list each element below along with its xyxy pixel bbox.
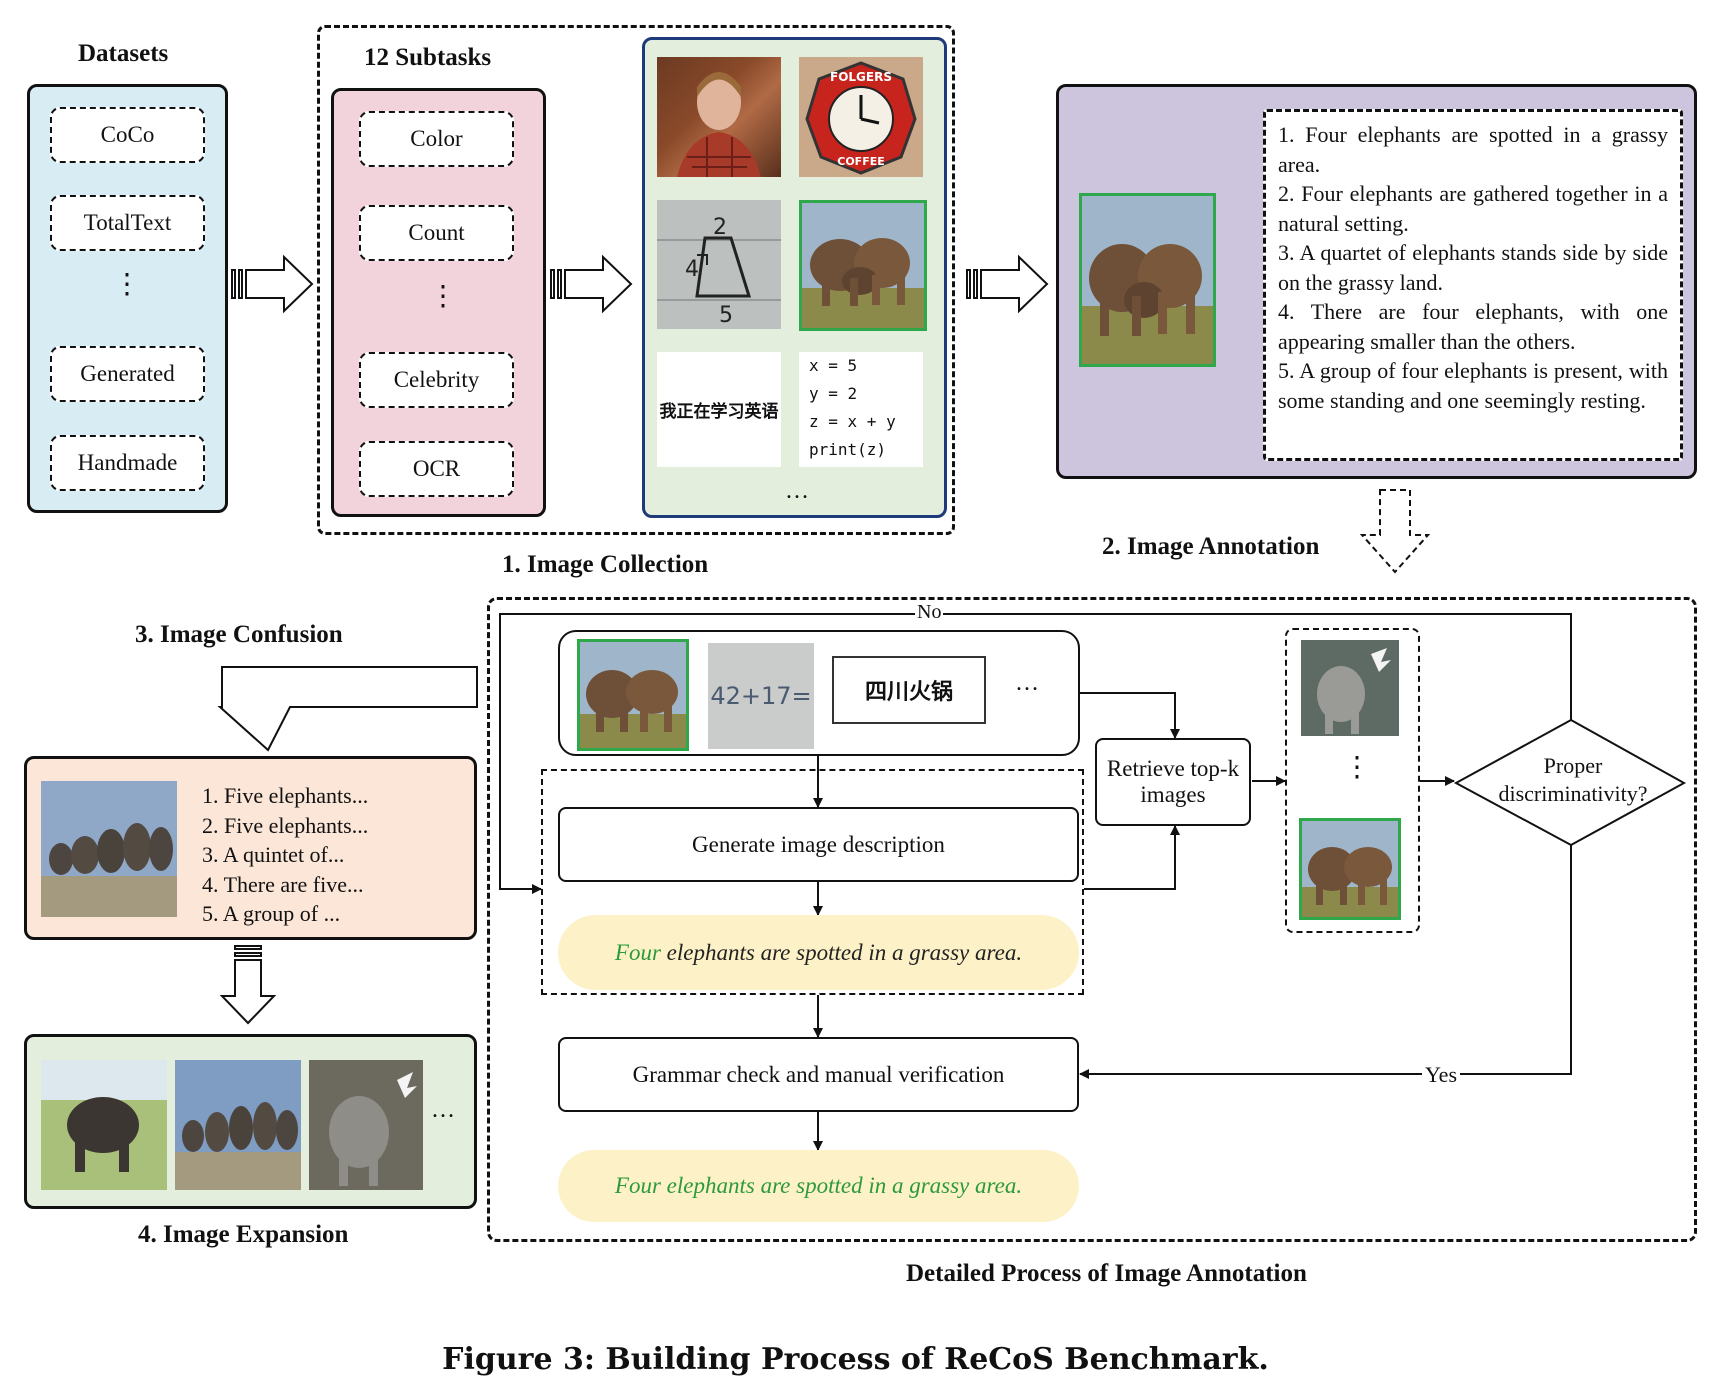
photo-chinese-text: 我正在学习英语	[657, 352, 781, 467]
annotation-caption-3: 3. A quartet of elephants stands side by…	[1278, 240, 1668, 295]
confusion-panel: 1. Five elephants... 2. Five elephants..…	[24, 756, 477, 940]
subtasks-title: 12 Subtasks	[364, 44, 492, 71]
code-line-1: x = 5	[809, 356, 858, 375]
input-ellipsis: …	[1015, 670, 1039, 696]
description-rest: elephants are spotted in a grassy area.	[660, 939, 1023, 965]
generate-description-box: Generate image description	[558, 807, 1079, 882]
arrow-datasets-to-subtasks	[231, 254, 314, 314]
subtask-item-ocr: OCR	[359, 441, 514, 497]
detailed-process-title: Detailed Process of Image Annotation	[906, 1260, 1307, 1287]
annotation-captions-box: 1. Four elephants are spotted in a grass…	[1263, 109, 1683, 461]
yes-label: Yes	[1422, 1062, 1461, 1088]
svg-text:2: 2	[713, 215, 727, 240]
input-images-row: 42+17= 四川火锅 …	[558, 630, 1080, 756]
subtask-item-count: Count	[359, 205, 514, 261]
subtask-item-color: Color	[359, 111, 514, 167]
arrow-collection-to-annotation	[966, 254, 1049, 314]
expansion-panel: …	[24, 1034, 477, 1209]
retrieved-photo-selected	[1299, 818, 1401, 920]
description-first-word: Four	[614, 939, 661, 965]
photo-trapezoid-sketch: 2 4 5	[657, 200, 781, 329]
dataset-item-handmade: Handmade	[50, 435, 205, 491]
detailed-process-group	[487, 597, 1697, 1242]
expansion-ellipsis: …	[431, 1097, 455, 1123]
dataset-item-totaltext: TotalText	[50, 195, 205, 251]
arrow-annotation-down	[1359, 489, 1431, 574]
subtask-item-celebrity: Celebrity	[359, 352, 514, 408]
photo-elephants-selected	[799, 200, 927, 331]
image-expansion-label: 4. Image Expansion	[138, 1221, 349, 1248]
confusion-five-elephants-photo	[41, 781, 177, 917]
image-collection-label: 1. Image Collection	[502, 551, 709, 578]
arrow-to-confusion	[217, 666, 478, 752]
confusion-caption-2: 2. Five elephants...	[202, 812, 369, 838]
description-group	[541, 769, 1084, 995]
image-collection-group	[317, 25, 955, 535]
dataset-ellipsis: ⋮	[113, 269, 141, 300]
expansion-photo-1	[41, 1060, 167, 1190]
collection-ellipsis: …	[785, 478, 809, 504]
retrieved-dots: ⋮	[1343, 752, 1371, 783]
svg-text:COFFEE: COFFEE	[837, 155, 884, 168]
annotation-elephant-photo	[1079, 193, 1216, 367]
photo-folgers-clock: FOLGERS COFFEE	[799, 57, 923, 177]
code-line-3: z = x + y	[809, 412, 896, 431]
grammar-check-box: Grammar check and manual verification	[558, 1037, 1079, 1112]
subtasks-panel: Color Count ⋮ Celebrity OCR	[331, 88, 546, 517]
input-hotpot-text: 四川火锅	[832, 656, 986, 724]
confusion-caption-1: 1. Five elephants...	[202, 783, 369, 808]
retrieved-photo-1	[1301, 640, 1399, 736]
confusion-caption-4: 4. There are five...	[202, 871, 364, 897]
subtask-ellipsis: ⋮	[429, 281, 457, 312]
confusion-captions: 1. Five elephants... 2. Five elephants..…	[202, 781, 368, 929]
input-math-photo: 42+17=	[708, 643, 814, 749]
generated-description-pill: Four elephants are spotted in a grassy a…	[558, 915, 1079, 990]
expansion-photo-2	[175, 1060, 301, 1190]
svg-text:5: 5	[719, 303, 733, 328]
confusion-caption-3: 3. A quintet of...	[202, 842, 345, 867]
figure-caption: Figure 3: Building Process of ReCoS Benc…	[442, 1342, 1269, 1377]
annotation-caption-2: 2. Four elephants are gathered together …	[1278, 181, 1668, 236]
datasets-panel: CoCo TotalText ⋮ Generated Handmade	[27, 84, 228, 513]
image-confusion-label: 3. Image Confusion	[135, 621, 343, 648]
retrieved-images-group: ⋮	[1285, 628, 1420, 933]
annotation-caption-1: 1. Four elephants are spotted in a grass…	[1278, 122, 1668, 177]
collection-images-panel: FOLGERS COFFEE 2 4 5 我正在学习英语 x = 5 y = 2	[642, 37, 947, 518]
dataset-item-coco: CoCo	[50, 107, 205, 163]
svg-text:4: 4	[685, 257, 699, 282]
annotation-caption-4: 4. There are four elephants, with one ap…	[1278, 299, 1668, 354]
expansion-photo-3	[309, 1060, 423, 1190]
arrow-confusion-to-expansion	[219, 945, 277, 1025]
code-line-2: y = 2	[809, 384, 858, 403]
dataset-item-generated: Generated	[50, 346, 205, 402]
photo-girl	[657, 57, 781, 177]
confusion-caption-5: 5. A group of ...	[202, 901, 341, 926]
image-annotation-label: 2. Image Annotation	[1102, 533, 1320, 560]
datasets-title: Datasets	[78, 40, 169, 67]
no-label: No	[915, 601, 944, 624]
final-description-pill: Four elephants are spotted in a grassy a…	[558, 1150, 1079, 1222]
code-line-4: print(z)	[809, 440, 887, 459]
input-elephant-photo	[577, 639, 689, 751]
decision-label: Proper discriminativity?	[1498, 753, 1648, 806]
retrieve-topk-box: Retrieve top-k images	[1095, 738, 1251, 826]
annotation-caption-5: 5. A group of four elephants is present,…	[1278, 358, 1668, 413]
photo-code-snippet: x = 5 y = 2 z = x + y print(z)	[799, 352, 923, 467]
annotation-panel: 1. Four elephants are spotted in a grass…	[1056, 84, 1697, 479]
svg-text:FOLGERS: FOLGERS	[830, 70, 892, 84]
